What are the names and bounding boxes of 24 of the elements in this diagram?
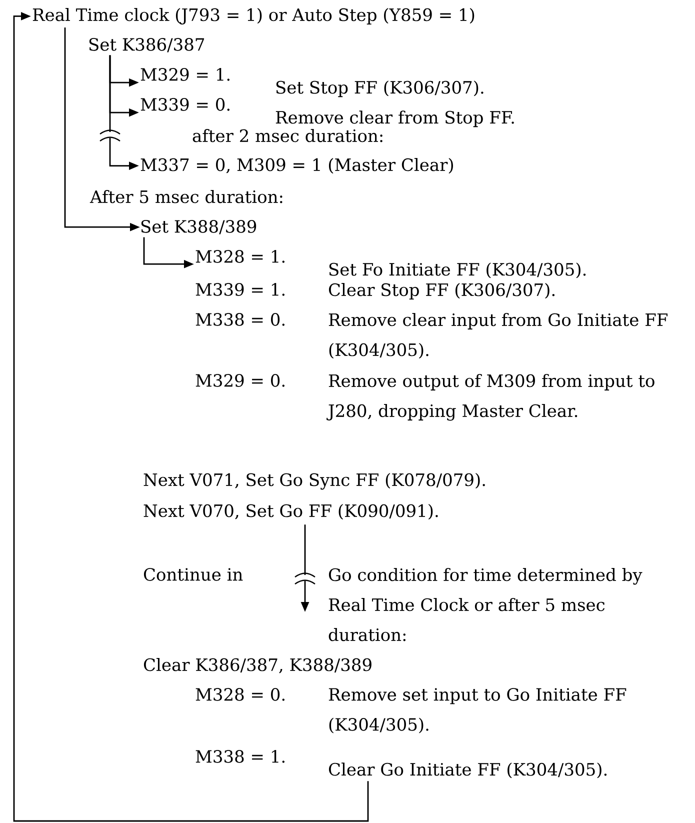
signal-code: M339 = 1. [196, 283, 284, 296]
signal-code: M338 = 0. [196, 313, 284, 326]
description-text: Remove output of M309 from input to J280, dropping Master Clear. [326, 374, 654, 421]
note-text: after 2 msec duration: [192, 129, 382, 142]
description-text: Remove clear input from Go Initiate FF (K304/305). [328, 313, 668, 359]
step-text: M338 = 1. Clear Go Initiate FF (K304/305). [196, 750, 607, 778]
signal-code: M329 = 0. [196, 374, 284, 387]
note-text: After 5 msec duration: [90, 190, 282, 204]
note-text: Continue in [144, 568, 243, 581]
step-text: Next V071, Set Go Sync FF (K078/079). [144, 473, 485, 490]
signal-code: M328 = 0. [196, 688, 284, 701]
description-text: Go condition for time determined by Real Time Clock or after 5 msec duration: [328, 568, 642, 642]
arrow [13, 12, 369, 822]
step-text: M329 = 1. Set Stop FF (K306/307). [140, 68, 484, 98]
step-text: Next V070, Set Go FF (K090/091). [144, 504, 438, 520]
description-text: Clear Stop FF (K306/307). [328, 283, 555, 300]
step-text: Set K386/387 [89, 38, 204, 52]
step-text: Set K388/389 [141, 220, 256, 234]
description-text: Remove set input to Go Initiate FF (K304/305). [328, 688, 626, 734]
step-text: Real Time clock (J793 = 1) or Auto Step (Y859 = 1) [32, 8, 474, 24]
step-text: M328 = 1. Set Fo Initiate FF (K304/305). [196, 250, 586, 278]
step-text: M339 = 0. Remove clear from Stop FF. [140, 98, 514, 128]
step-text: Clear K386/387, K388/389 [144, 658, 372, 674]
step-text: M337 = 0, M309 = 1 (Master Clear) [140, 158, 453, 174]
